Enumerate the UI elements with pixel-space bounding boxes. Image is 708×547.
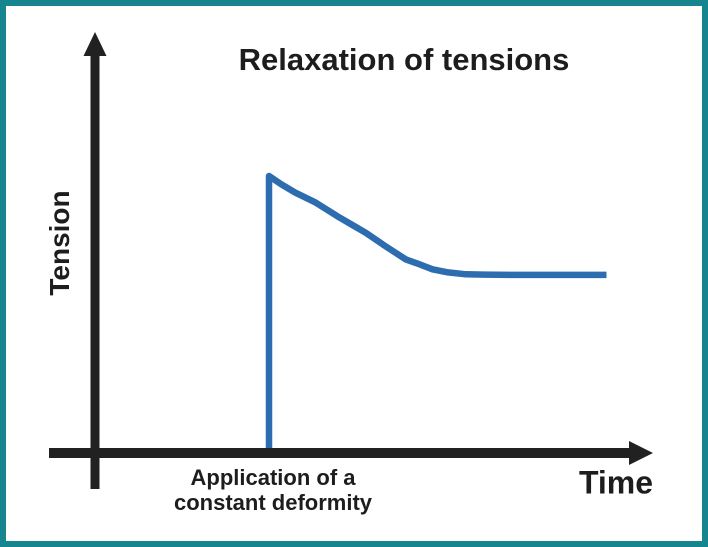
- annotation: Application of a constant deformity: [174, 465, 372, 515]
- annotation-line-2: constant deformity: [173, 490, 373, 515]
- y-axis-arrowhead-icon: [83, 32, 107, 56]
- chart-title: Relaxation of tensions: [238, 42, 570, 77]
- y-axis-label: Tension: [44, 190, 75, 296]
- annotation-line-1: Application of a: [190, 465, 356, 490]
- chart-canvas: [49, 32, 653, 489]
- tension-curve: [265, 172, 607, 453]
- x-axis: [49, 441, 653, 465]
- x-axis-arrowhead-icon: [629, 441, 653, 465]
- x-axis-label: Time: [578, 464, 654, 501]
- y-axis: [83, 32, 107, 489]
